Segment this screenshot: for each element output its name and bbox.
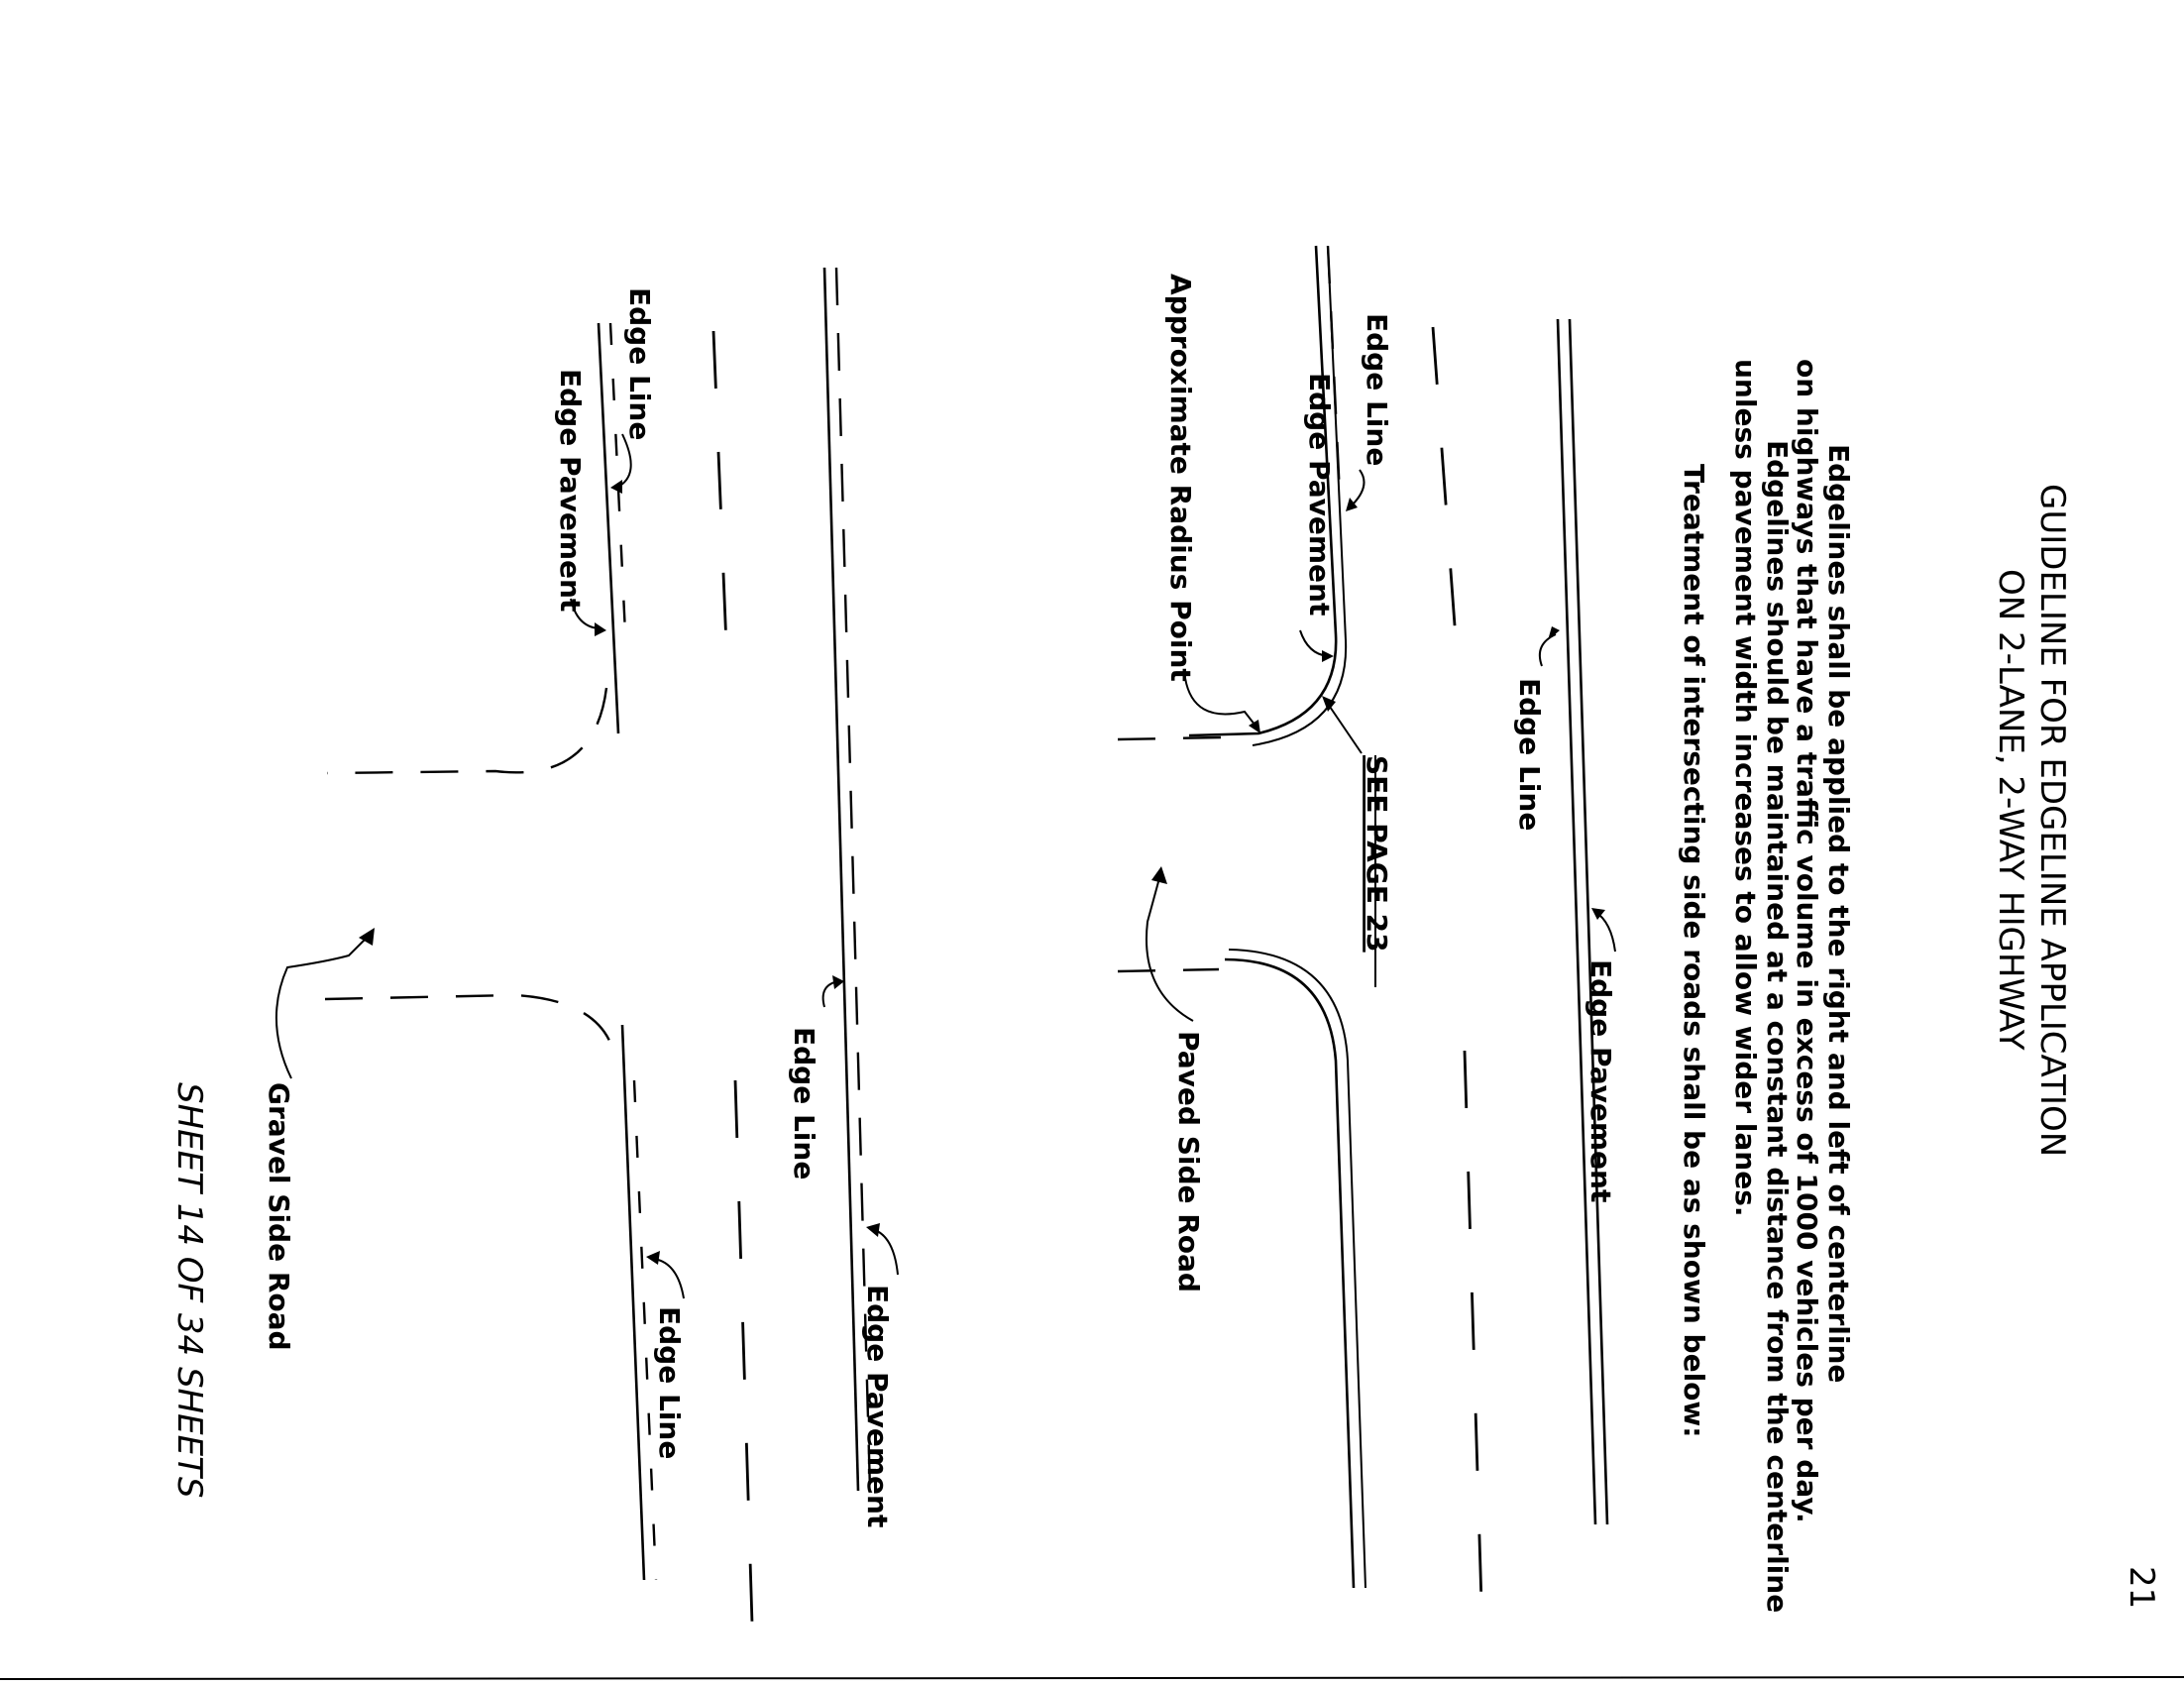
see-page-arrow [1327,703,1363,754]
paved-side-road-label: Paved Side Road [1172,1031,1205,1293]
edge-line-bottom-far-arrowhead [832,975,844,989]
far-edge-line [1568,318,1609,1525]
centerline-bottom-lower [733,1079,755,1656]
page-title: GUIDELINE FOR EDGELINE APPLICATION ON 2-… [1991,484,2072,1157]
near-edge-pavement-lower [1224,957,1356,1589]
paved-side-road-centerline [1117,735,1222,741]
centerline-lower [1463,1050,1484,1636]
paragraph-line-5: Treatment of intersecting side roads sha… [1678,464,1710,1437]
gravel-side-road-edge-upper [326,687,608,775]
edge-line-label-bottom-near-lower: Edge Line [653,1306,686,1459]
edge-pavement-label-bottom-far: Edge Pavement [861,1285,894,1527]
edge-line-far-arrow [1538,633,1557,667]
edge-line-bottom-near-lower-arrow [653,1258,685,1299]
near-edge-pavement-bottom-upper [597,322,620,734]
near-edge-pavement-bottom-lower [620,1024,646,1581]
radius-point-arrow [1184,677,1259,731]
guideline-paragraph: Edgelines shall be applied to the right … [1678,359,1855,1613]
far-edge-line-bottom [834,267,872,1492]
edge-line-bottom-near-arrow [615,433,632,489]
radius-point-arrowhead [1249,720,1260,733]
near-edge-line-bottom-lower [632,1079,658,1581]
centerline-bottom-upper [711,330,729,671]
edge-line-label-near: Edge Line [1361,313,1393,466]
edge-line-near-arrowhead [1346,498,1358,511]
title-line-1: GUIDELINE FOR EDGELINE APPLICATION [2032,484,2072,1157]
paragraph-line-1: Edgelines shall be applied to the right … [1822,444,1855,1383]
gravel-side-road-edge-lower [324,993,618,1068]
paved-side-road-arrowhead [1151,866,1167,884]
far-edge-pavement-line [1556,318,1597,1525]
paragraph-line-4: unless pavement width increases to allow… [1729,359,1762,1217]
paved-side-road-diagram: Edge Line Edge Pavement Edge Line Edge P… [1117,245,1617,1636]
see-page-arrowhead [1322,696,1336,712]
centerline-upper [1431,326,1459,653]
gravel-side-road-label: Gravel Side Road [263,1082,295,1351]
edge-pavement-label-far: Edge Pavement [1584,959,1617,1202]
edge-line-label-bottom-near: Edge Line [623,287,656,440]
edge-pavement-label-bottom-near: Edge Pavement [554,369,587,612]
near-edge-pavement-upper [1188,245,1338,737]
near-edge-line-lower [1228,949,1366,1589]
edge-line-bottom-near-lower-arrowhead [646,1251,660,1265]
edge-pavement-near-arrowhead [1322,650,1334,662]
gravel-side-road-arrowhead [359,928,375,946]
paved-side-road-arrow [1146,877,1194,1022]
gravel-side-road-arrow [274,935,370,1079]
edge-line-bottom-near-arrowhead [610,480,622,494]
gravel-side-road-diagram: Edge Line Edge Pavement Edge Line Edge P… [263,267,899,1656]
edge-pavement-bottom-far-arrowhead [866,1223,880,1237]
edge-pavement-label-near: Edge Pavement [1303,373,1336,616]
edge-line-far-arrowhead [1548,626,1560,640]
paved-side-road-centerline-lower [1117,967,1220,973]
edge-pavement-bottom-far-arrow [871,1228,899,1276]
edge-line-near-arrow [1351,469,1365,506]
approximate-radius-point-label: Approximate Radius Point [1164,274,1197,682]
paragraph-line-3: Edgelines should be maintained at a cons… [1761,440,1794,1613]
see-page-label: SEE PAGE 23 [1361,755,1393,953]
title-line-2: ON 2-LANE, 2-WAY HIGHWAY [1991,569,2030,1051]
page-number: 21 [2122,1566,2161,1609]
edge-pavement-far-arrowhead [1591,908,1605,920]
near-edge-line-upper-dash [1326,245,1342,497]
sheet-note: SHEET 14 OF 34 SHEETS [169,1082,209,1498]
paragraph-line-2: on highways that have a traffic volume i… [1791,359,1823,1523]
page-bottom-rule [0,1676,2184,1680]
edge-line-label-bottom-far: Edge Line [788,1027,820,1180]
far-edge-pavement-bottom [822,267,860,1492]
edge-line-label-far: Edge Line [1513,678,1546,831]
edge-pavement-bottom-near-arrowhead [595,622,606,636]
